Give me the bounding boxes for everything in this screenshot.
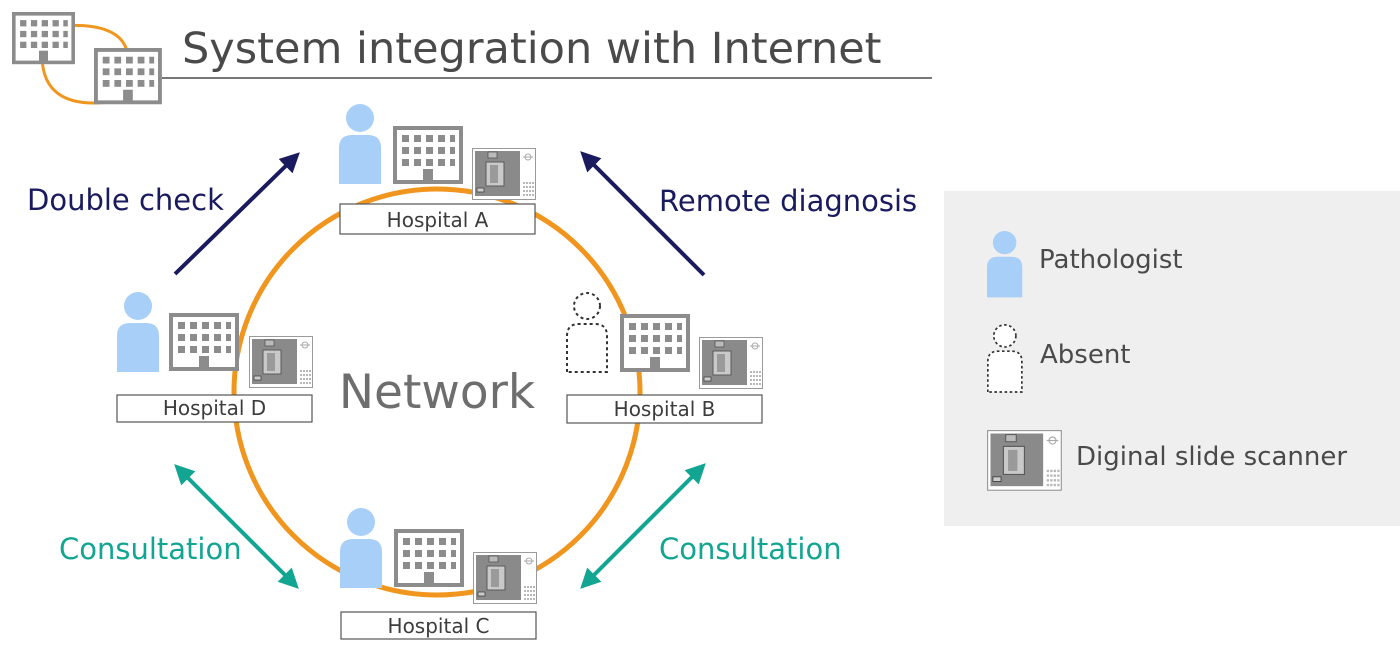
hospital-c-label: Hospital C bbox=[388, 614, 490, 638]
hospital-a: Hospital A bbox=[339, 104, 536, 235]
title-logo-icon bbox=[12, 12, 162, 105]
pathologist-icon bbox=[117, 292, 159, 372]
slide-scanner-icon bbox=[699, 337, 763, 389]
consultation-right-arrow bbox=[580, 463, 706, 589]
building-icon bbox=[169, 313, 239, 371]
slide-scanner-icon bbox=[472, 148, 536, 200]
hospital-d: Hospital D bbox=[116, 292, 313, 423]
legend-pathologist-label: Pathologist bbox=[1039, 245, 1183, 275]
hospital-label-box bbox=[566, 394, 763, 424]
pathologist-icon bbox=[340, 508, 382, 588]
hospital-b: Hospital B bbox=[566, 292, 763, 424]
hospital-label-box bbox=[340, 611, 537, 640]
remote-diagnosis-arrow bbox=[580, 151, 706, 277]
double-check-label: Double check bbox=[27, 183, 224, 217]
hospital-b-label: Hospital B bbox=[614, 397, 716, 421]
legend-absent-label: Absent bbox=[1040, 340, 1131, 370]
scanner-legend-icon bbox=[987, 429, 1062, 491]
legend-scanner-label: Diginal slide scanner bbox=[1076, 442, 1347, 472]
building-icon bbox=[620, 314, 690, 372]
page-title: System integration with Internet bbox=[182, 24, 882, 74]
hospital-label-box bbox=[339, 203, 536, 235]
slide-scanner-icon bbox=[249, 336, 313, 388]
consultation-left-label: Consultation bbox=[59, 532, 242, 566]
slide-scanner-icon bbox=[473, 552, 537, 604]
consultation-left-arrow bbox=[174, 464, 299, 589]
absent-pathologist-icon bbox=[566, 292, 608, 373]
hospital-label-box bbox=[116, 394, 313, 423]
pathologist-icon bbox=[339, 104, 381, 184]
hospital-c: Hospital C bbox=[340, 508, 537, 640]
network-label: Network bbox=[339, 365, 536, 420]
double-check-arrow bbox=[173, 152, 300, 276]
legend: Pathologist Absent Diginal slide scanner bbox=[944, 191, 1400, 526]
hospital-a-label: Hospital A bbox=[387, 208, 489, 232]
network-ring bbox=[231, 186, 643, 598]
building-icon bbox=[394, 529, 464, 587]
building-icon bbox=[393, 126, 463, 184]
remote-diagnosis-label: Remote diagnosis bbox=[659, 184, 917, 218]
hospital-d-label: Hospital D bbox=[163, 396, 266, 420]
consultation-right-label: Consultation bbox=[659, 532, 842, 566]
